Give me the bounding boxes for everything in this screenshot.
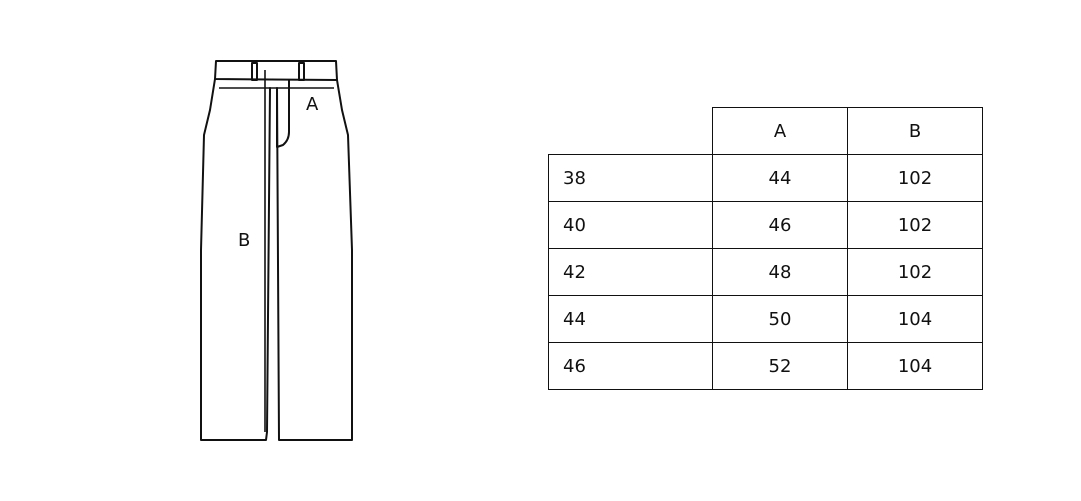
table-cell-b: 104 <box>847 295 983 343</box>
table-row: 40 46 102 <box>548 201 983 249</box>
table-row: 38 44 102 <box>548 154 983 202</box>
waistband <box>214 60 338 81</box>
table-cell-a: 48 <box>712 248 848 296</box>
fly-placket <box>276 79 290 148</box>
table-cell-size: 42 <box>548 248 713 296</box>
trouser-left-outline <box>200 78 271 441</box>
table-header-b: B <box>847 107 983 155</box>
table-cell-b: 102 <box>847 154 983 202</box>
table-cell-b: 104 <box>847 342 983 390</box>
table-cell-size: 46 <box>548 342 713 390</box>
table-row: 42 48 102 <box>548 248 983 296</box>
table-cell-a: 52 <box>712 342 848 390</box>
measure-b-label: B <box>238 230 251 251</box>
table-cell-size: 44 <box>548 295 713 343</box>
table-cell-a: 46 <box>712 201 848 249</box>
table-header-blank <box>548 107 713 155</box>
table-header-row: A B <box>548 107 983 155</box>
belt-loop-right <box>298 62 305 81</box>
size-chart-table: A B 38 44 102 40 46 102 42 48 102 44 50 … <box>548 107 983 390</box>
table-cell-a: 50 <box>712 295 848 343</box>
belt-loop-left <box>251 62 258 81</box>
table-cell-size: 40 <box>548 201 713 249</box>
measure-a-label: A <box>306 94 319 115</box>
table-row: 46 52 104 <box>548 342 983 390</box>
table-header-a: A <box>712 107 848 155</box>
table-cell-a: 44 <box>712 154 848 202</box>
table-cell-b: 102 <box>847 201 983 249</box>
table-cell-size: 38 <box>548 154 713 202</box>
trouser-right-outline <box>276 79 353 441</box>
table-row: 44 50 104 <box>548 295 983 343</box>
table-cell-b: 102 <box>847 248 983 296</box>
